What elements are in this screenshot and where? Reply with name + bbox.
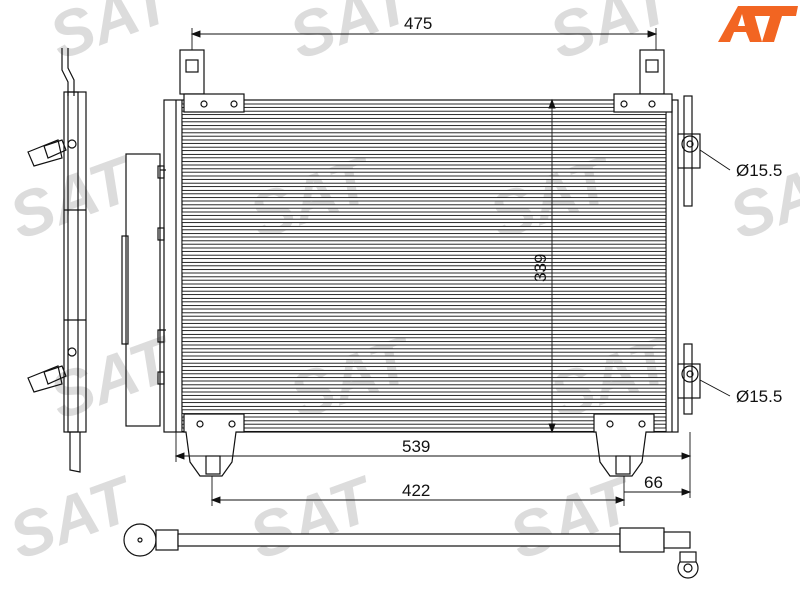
condenser-tube: [181, 305, 667, 310]
condenser-tube: [181, 240, 667, 245]
dimension-core-width: 539: [402, 437, 430, 456]
condenser-tube: [181, 333, 667, 339]
condenser-tube: [181, 348, 667, 353]
bottom-pipe: [123, 523, 699, 579]
condenser-tube: [181, 355, 667, 360]
condenser-tube: [181, 161, 667, 166]
dimension-height: 339: [531, 254, 550, 282]
condenser-tube: [181, 110, 667, 116]
condenser-tube: [181, 103, 667, 108]
condenser-tube: [181, 427, 667, 432]
condenser-tube: [181, 218, 667, 224]
condenser-tube: [181, 283, 667, 288]
condenser-tube: [181, 312, 667, 317]
dimension-port-top: Ø15.5: [736, 161, 782, 180]
condenser-tube: [181, 204, 667, 209]
brand-logo-text: AT: [0, 0, 2, 1]
condenser-tube: [181, 168, 667, 173]
condenser-tube: [181, 420, 667, 425]
condenser-tube: [181, 225, 667, 231]
condenser-tube: [181, 369, 667, 375]
brand-logo: AT: [0, 0, 798, 42]
condenser-tube: [181, 290, 667, 296]
side-profile-view: [27, 48, 87, 473]
watermark: SAT: [240, 462, 385, 573]
condenser-tube: [181, 182, 667, 188]
condenser-tube: [181, 276, 667, 281]
watermark: SAT: [500, 462, 645, 573]
condenser-tube: [181, 254, 667, 260]
condenser-tube: [181, 211, 667, 216]
watermark: SAT: [280, 0, 425, 73]
condenser-tube: [181, 384, 667, 389]
condenser-tube: [181, 413, 667, 418]
condenser-tube: [181, 233, 667, 238]
condenser-tube: [181, 153, 667, 159]
condenser-tube: [181, 261, 667, 267]
condenser-core: [163, 99, 679, 433]
condenser-tube: [181, 326, 667, 332]
condenser-tube: [181, 362, 667, 368]
condenser-tube: [181, 189, 667, 195]
dimension-lines: [174, 28, 731, 506]
condenser-tube: [181, 132, 667, 137]
condenser-tube: [181, 117, 667, 123]
condenser-tube: [181, 391, 667, 396]
condenser-tube: [181, 197, 667, 202]
condenser-tube: [181, 297, 667, 303]
condenser-tube: [181, 377, 667, 382]
mounting-brackets: [179, 49, 673, 477]
condenser-tube: [181, 398, 667, 404]
condenser-tubes: [181, 103, 667, 432]
dimension-offset: 66: [644, 473, 663, 492]
watermark: SAT: [720, 142, 800, 253]
condenser-tube: [181, 269, 667, 274]
dimension-top-width: 475: [404, 14, 432, 33]
condenser-tube: [181, 319, 667, 324]
dimension-port-bottom: Ø15.5: [736, 387, 782, 406]
condenser-tube: [181, 405, 667, 411]
receiver-tank: [121, 153, 166, 427]
condenser-tube: [181, 139, 667, 144]
condenser-tube: [181, 175, 667, 180]
watermark: SAT: [0, 462, 145, 573]
dimension-bottom-span: 422: [402, 481, 430, 500]
condenser-tube: [181, 125, 667, 130]
condenser-tube: [181, 146, 667, 152]
condenser-tube: [181, 341, 667, 346]
condenser-tube: [181, 247, 667, 252]
inlet-ports: [677, 95, 701, 415]
